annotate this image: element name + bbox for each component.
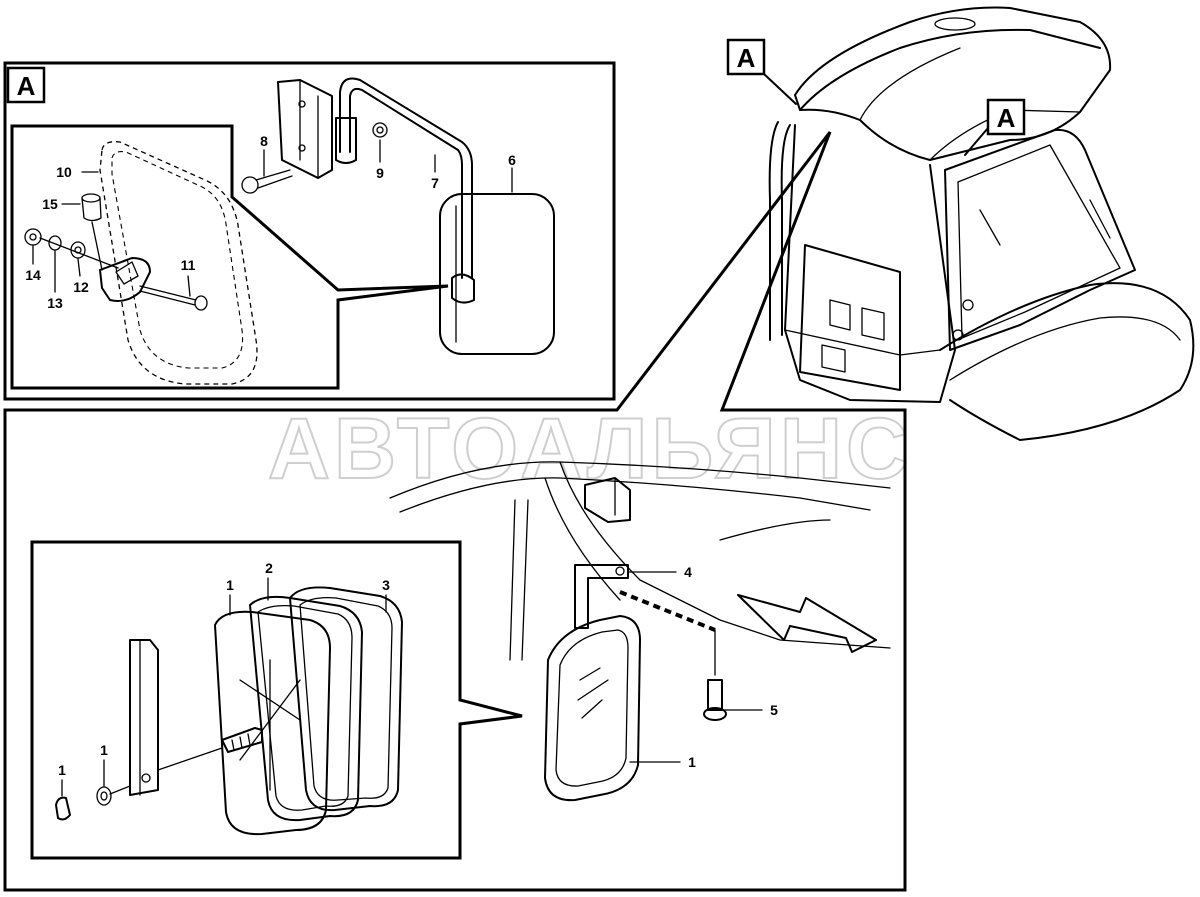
mount-plate [277, 79, 333, 179]
callout-9: 9 [376, 165, 384, 181]
callout-1-mirror: 1 [688, 754, 696, 770]
callout-4: 4 [684, 564, 692, 580]
inset-view-a: A [3, 61, 616, 401]
housing-part-2 [249, 595, 363, 822]
cab-interior [389, 461, 891, 661]
seal-part-3 [289, 586, 403, 812]
glass-part-1 [214, 610, 331, 836]
detail-frame-mount [10, 124, 449, 390]
watermark-text: АВТОАЛЬЯНС [268, 401, 912, 497]
nut-part-14 [24, 228, 42, 246]
bolt-part-5 [707, 679, 723, 711]
cab-illustration: A A [726, 6, 1195, 441]
callout-6: 6 [508, 152, 516, 168]
callout-12: 12 [73, 279, 89, 295]
view-label-a-inset: A [17, 71, 36, 101]
detail-frame-mirror [30, 540, 523, 860]
callout-11: 11 [181, 257, 196, 273]
callout-10: 10 [56, 164, 72, 180]
callout-15: 15 [42, 196, 58, 212]
callout-14: 14 [25, 267, 41, 283]
callout-1-washer: 1 [100, 742, 108, 758]
bushing-part-15 [81, 193, 103, 271]
clamp-bracket [99, 257, 151, 302]
washer-part-12 [70, 241, 86, 259]
nut-part-9 [372, 122, 388, 138]
bottom-frame [3, 131, 907, 892]
side-mirror-assembly [544, 477, 877, 802]
callout-13: 13 [47, 295, 63, 311]
callout-1-glass: 1 [226, 577, 234, 593]
view-label-a-cab-side: A [997, 103, 1016, 133]
mirror-exploded: 1 2 3 1 1 [55, 560, 403, 836]
bolt-part-8 [241, 169, 293, 194]
callout-2: 2 [265, 560, 273, 576]
mirror-arm-part-7 [339, 77, 473, 279]
bolt-part-11 [139, 285, 208, 311]
callout-7: 7 [431, 175, 439, 191]
view-direction-arrow [737, 594, 877, 653]
callout-3: 3 [382, 577, 390, 593]
mirror-inner-dashed [111, 151, 244, 369]
mirror-outline-dashed [99, 141, 258, 385]
callout-1-nut: 1 [58, 762, 66, 778]
washer-part-13 [48, 235, 62, 251]
callout-5: 5 [770, 702, 778, 718]
callout-8: 8 [260, 133, 268, 149]
mirror-part-6 [439, 193, 555, 355]
bracket-part-4 [574, 564, 629, 629]
view-label-a-cab-main: A [737, 43, 756, 73]
mirror-part-1 [544, 615, 641, 802]
